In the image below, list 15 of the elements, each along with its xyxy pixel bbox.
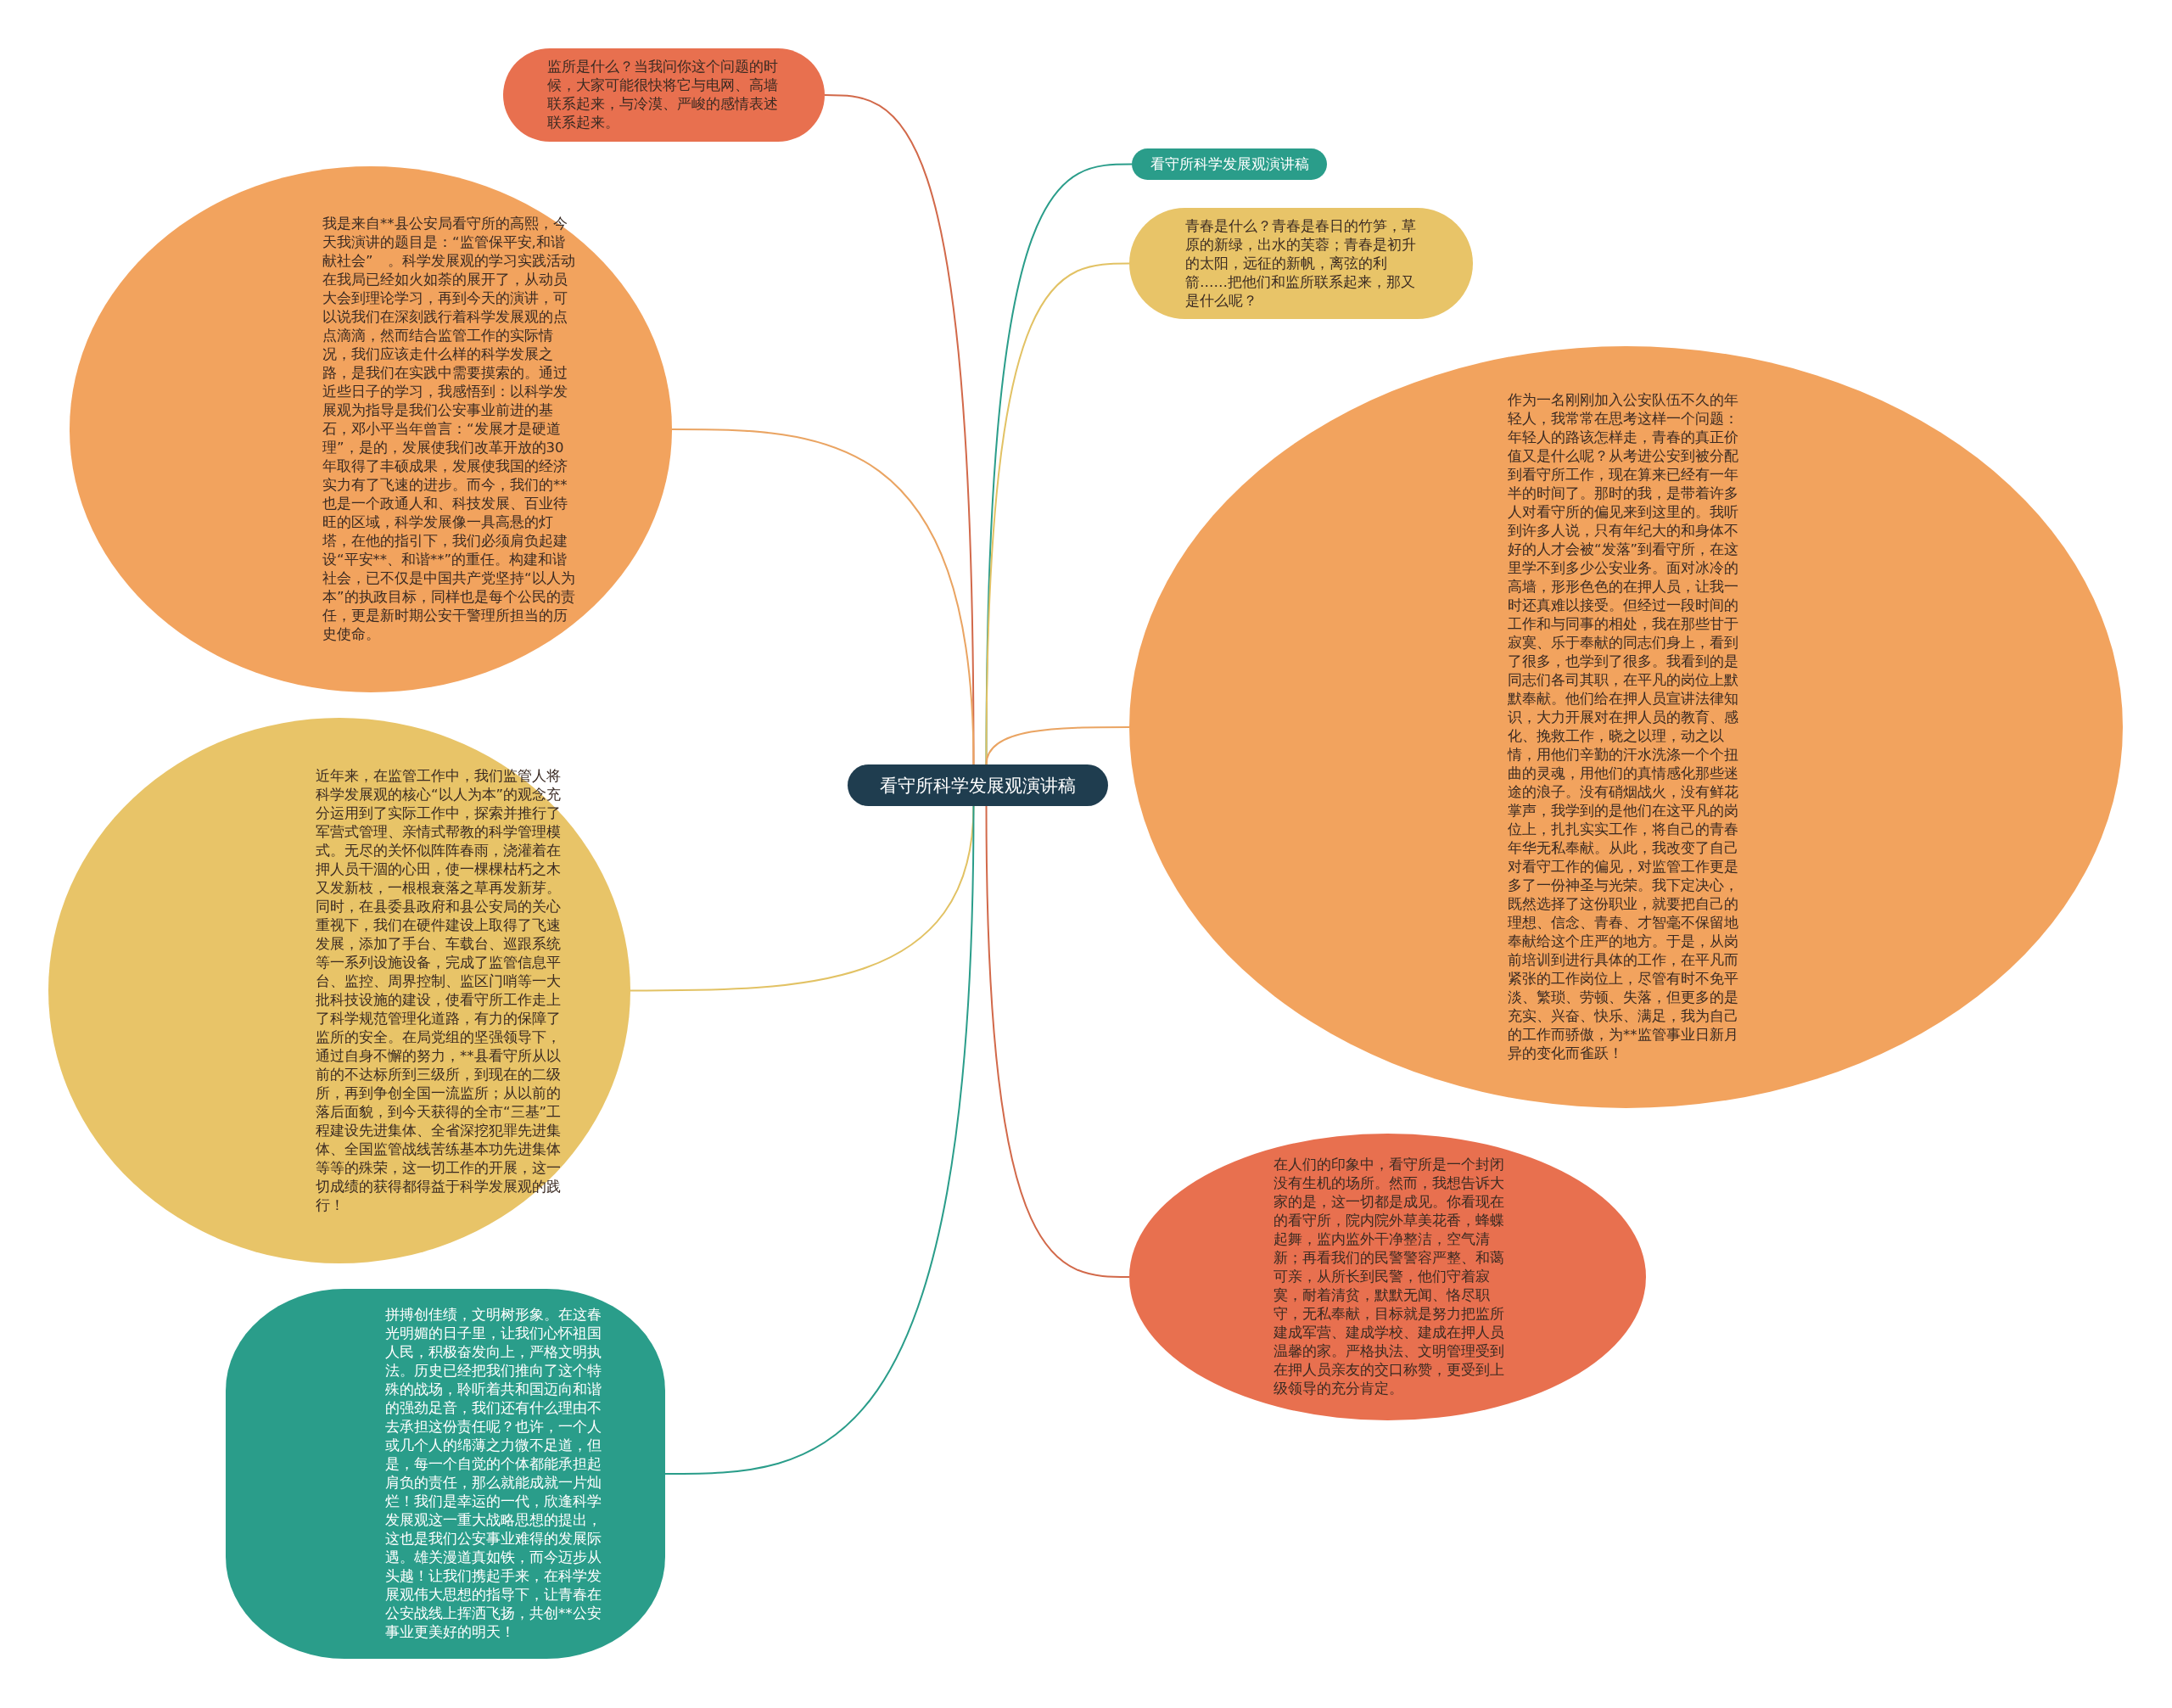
central-topic: [848, 764, 1108, 806]
topic-bubble: [226, 1289, 665, 1659]
bubble-text: 监所是什么？当我问你这个问题的时候，大家可能很快将它与电网、高墙联系起来，与冷漠、严峻的感情表述联系起来。: [547, 58, 778, 132]
branch-connector: [671, 428, 975, 765]
branch-connector: [985, 262, 1130, 765]
branch-connector: [985, 726, 1130, 765]
bubble-text: 在人们的印象中，看守所是一个封闭没有生机的场所。然而，我想告诉大家的是，这一切都是成见。你看现在的看守所，院内院外草美花香，蜂蝶起舞，监内监外干净整洁，空气清新；再看我们的民警警容严整、和蔼可亲，从所长到民警，他们守着寂寞，耐着清贫，默默无闻、恪尽职守，无私奉献，目标就是努力把监所建成军营、建成学校、建成在押人员温馨的家。严格执法、文明管理受到在押人员亲友的交口称赞，更受到上级领导的充分肯定。: [1274, 1156, 1505, 1398]
branch-connector: [985, 805, 1130, 1278]
topic-pill: [1132, 148, 1327, 180]
bubble-text: 作为一名刚刚加入公安队伍不久的年轻人，我常常在思考这样一个问题：年轻人的路该怎样走，青春的真正价值又是什么呢？从考进公安到被分配到看守所工作，现在算来已经有一年半的时间了。那时的我，是带着许多人对看守所的偏见来到这里的。我听到许多人说，只有年纪大的和身体不好的人才会被“发落”到看守所，在这里学不到多少公安业务。面对冰冷的高墙，形形色色的在押人员，让我一时还真难以接受。但经过一段时间的工作和与同事的相处，我在那些甘于寂寞、乐于奉献的同志们身上，看到了很多，也学到了很多。我看到的是同志们各司其职，在平凡的岗位上默默奉献。他们给在押人员宣讲法律知识，大力开展对在押人员的教育、感化、挽救工作，晓之以理，动之以情，用他们辛勤的汗水洗涤一个个扭曲的灵魂，用他们的真情感化那些迷途的浪子。没有硝烟战火，没有鲜花掌声，我学到的是他们在这平凡的岗位上，扎扎实实工作，将自己的青春年华无私奉献。从此，我改变了自己对看守工作的偏见，对监管工作更是多了一份神圣与光荣。我下定决心，既然选择了这份职业，就要把自己的理想、信念、青春、才智毫不保留地奉献给这个庄严的地方。于是，从岗前培训到进行具体的工作，在平凡而紧张的工作岗位上，尽管有时不免平淡、繁琐、劳顿、失落，但更多的是充实、兴奋、快乐、满足，我为自己的工作而骄傲，为**监管事业日新月异的变化而雀跃！: [1508, 391, 1740, 1063]
bubble-text: 青春是什么？青春是春日的竹笋，草原的新绿，出水的芙蓉；青春是初升的太阳，远征的新帆，离弦的利箭……把他们和监所联系起来，那又是什么呢？: [1185, 216, 1417, 311]
bubble-text: 看守所科学发展观演讲稿: [1150, 154, 1309, 174]
central-topic-text: 看守所科学发展观演讲稿: [880, 774, 1076, 797]
bubble-text: 拼搏创佳绩，文明树形象。在这春光明媚的日子里，让我们心怀祖国人民，积极奋发向上，严格文明执法。历史已经把我们推向了这个特殊的战场，聆听着共和国迈向和谐的强劲足音，我们还有什么理由不去承担这份责任呢？也许，一个人或几个人的绵薄之力微不足道，但是，每一个自觉的个体都能承担起肩负的责任，那么就能成就一片灿烂！我们是幸运的一代，欣逢科学发展观这一重大战略思想的提出，这也是我们公安事业难得的发展际遇。雄关漫道真如铁，而今迈步从头越！让我们携起手来，在科学发展观伟大思想的指导下，让青春在公安战线上挥洒飞扬，共创**公安事业更美好的明天！: [385, 1306, 602, 1642]
branch-connector: [664, 805, 975, 1475]
